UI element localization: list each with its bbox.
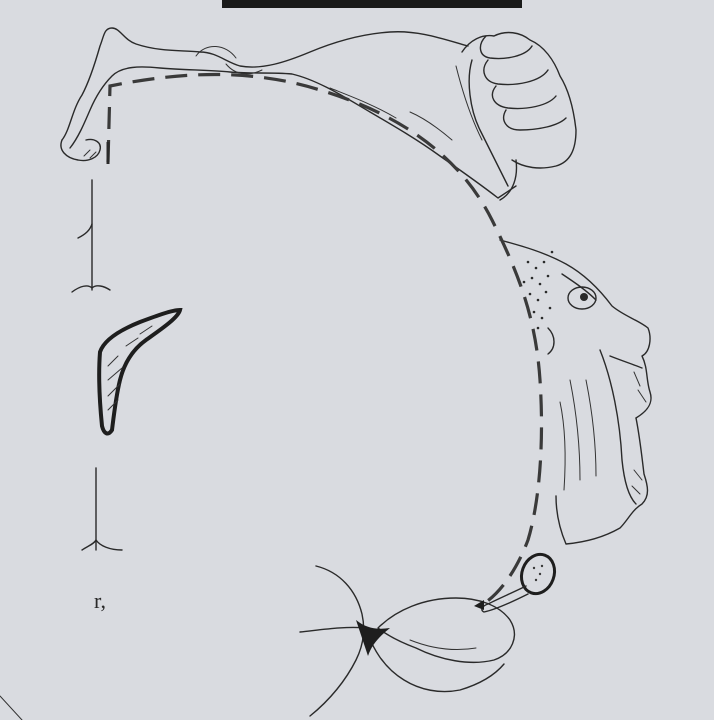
top-dark-bar bbox=[222, 0, 522, 8]
figure-label: r, bbox=[94, 588, 106, 613]
